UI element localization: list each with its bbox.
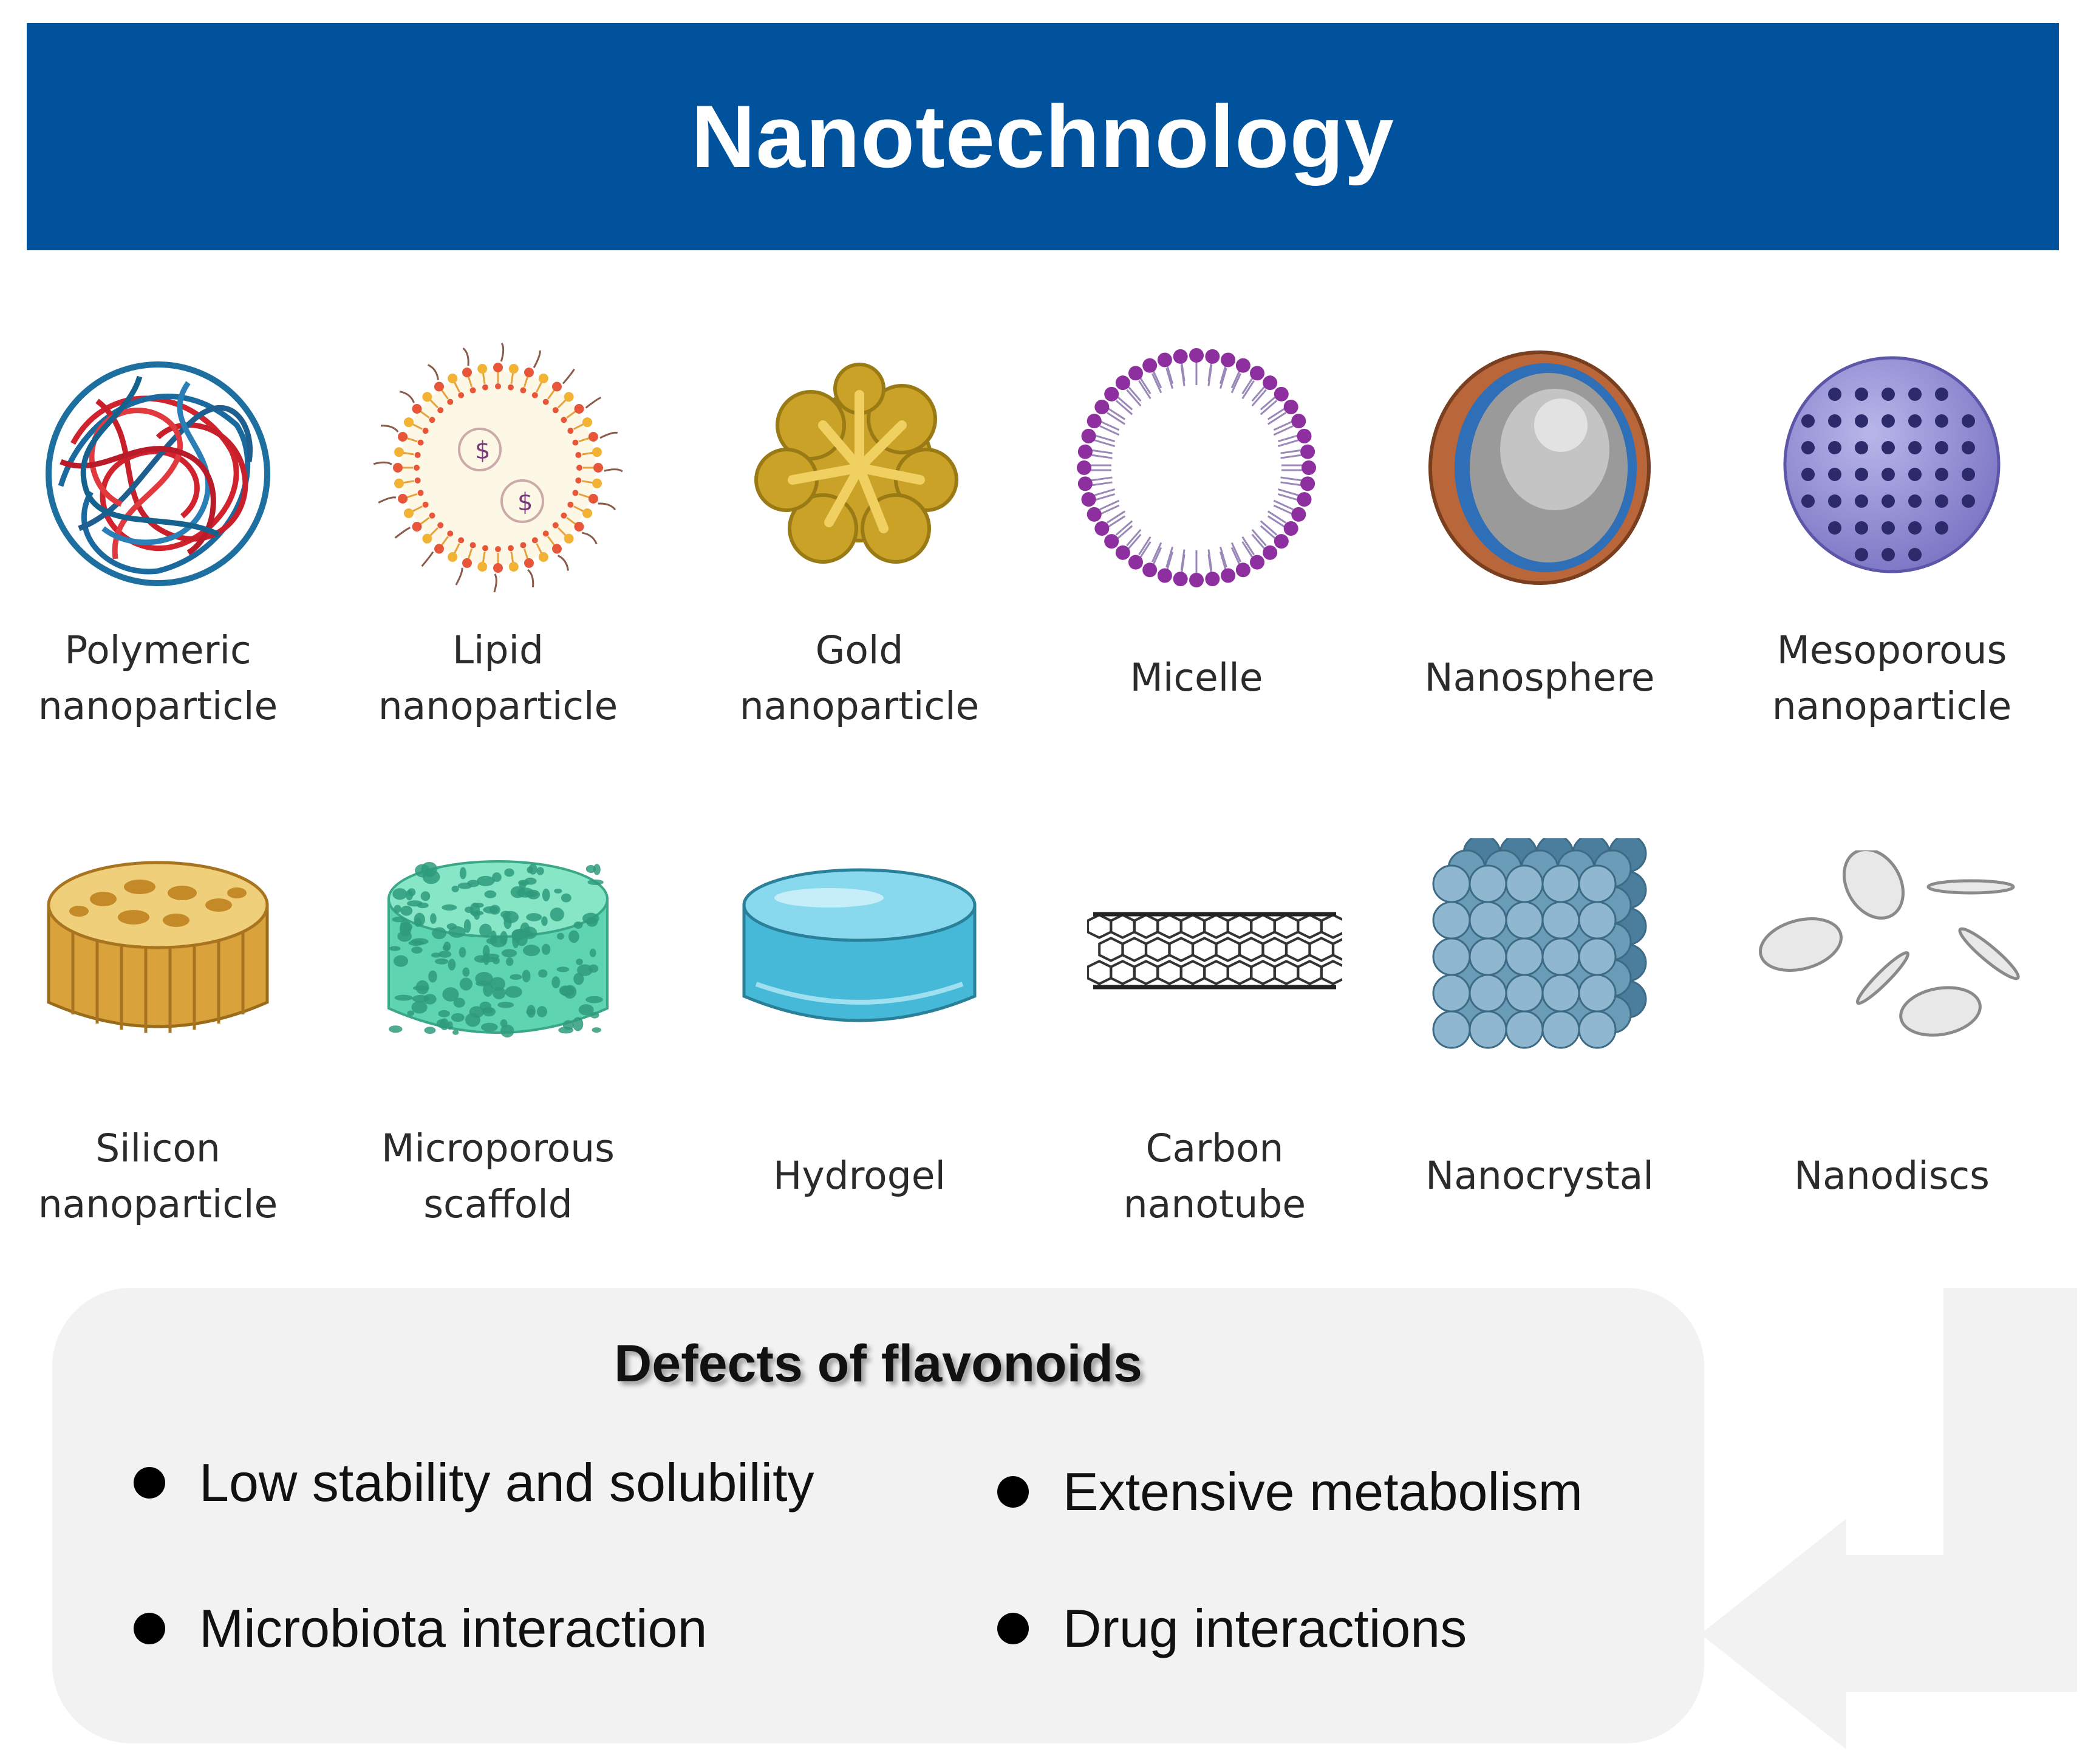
return-arrow-icon bbox=[1701, 1288, 2077, 1749]
svg-text:$: $ bbox=[517, 488, 533, 516]
svg-text:$: $ bbox=[475, 437, 490, 465]
item-label: Silicon nanoparticle bbox=[38, 1126, 278, 1226]
hydrogel-icon bbox=[742, 868, 977, 1022]
nanosphere-icon bbox=[1428, 350, 1651, 585]
page-title: Nanotechnology bbox=[691, 87, 1394, 186]
lipid-nanoparticle-icon: $ $ bbox=[373, 343, 623, 593]
defect-text: Extensive metabolism bbox=[1063, 1461, 1583, 1522]
defects-title: Defects of flavonoids bbox=[614, 1335, 1142, 1393]
nanocrystal-icon bbox=[1432, 838, 1647, 1049]
defect-item: Extensive metabolism bbox=[997, 1461, 1583, 1523]
defect-text: Microbiota interaction bbox=[199, 1598, 708, 1658]
item-label: Carbon nanotube bbox=[1123, 1126, 1306, 1226]
item-label: Polymeric nanoparticle bbox=[38, 628, 278, 728]
bullet-icon bbox=[997, 1476, 1029, 1508]
item-label: Nanosphere bbox=[1424, 655, 1655, 700]
item-label: Mesoporous nanoparticle bbox=[1772, 628, 2012, 728]
item-label: Nanocrystal bbox=[1425, 1154, 1654, 1198]
defect-item: Microbiota interaction bbox=[134, 1598, 707, 1660]
defect-item: Low stability and solubility bbox=[134, 1452, 814, 1514]
item-label: Hydrogel bbox=[773, 1154, 946, 1198]
item-label: Nanodiscs bbox=[1794, 1154, 1990, 1198]
bullet-icon bbox=[134, 1613, 165, 1644]
defect-item: Drug interactions bbox=[997, 1598, 1467, 1660]
item-label: Microporous scaffold bbox=[381, 1126, 615, 1226]
gold-nanoparticle-icon bbox=[754, 363, 958, 564]
item-label: Lipid nanoparticle bbox=[378, 628, 618, 728]
bullet-icon bbox=[134, 1467, 165, 1499]
mesoporous-nanoparticle-icon bbox=[1783, 356, 2001, 573]
bullet-icon bbox=[997, 1613, 1029, 1644]
item-label: Gold nanoparticle bbox=[739, 628, 980, 728]
polymeric-nanoparticle-icon bbox=[46, 361, 270, 586]
carbon-nanotube-icon bbox=[1087, 912, 1342, 990]
defect-text: Drug interactions bbox=[1063, 1598, 1467, 1658]
micelle-icon bbox=[1077, 348, 1316, 587]
defect-text: Low stability and solubility bbox=[199, 1452, 814, 1513]
defects-panel: Defects of flavonoids Low stability and … bbox=[52, 1288, 1704, 1743]
microporous-scaffold-icon bbox=[387, 860, 609, 1038]
item-label: Micelle bbox=[1130, 655, 1263, 700]
silicon-nanoparticle-icon bbox=[47, 861, 269, 1033]
nanodiscs-icon bbox=[1759, 850, 2020, 1037]
title-banner: Nanotechnology bbox=[27, 23, 2059, 250]
